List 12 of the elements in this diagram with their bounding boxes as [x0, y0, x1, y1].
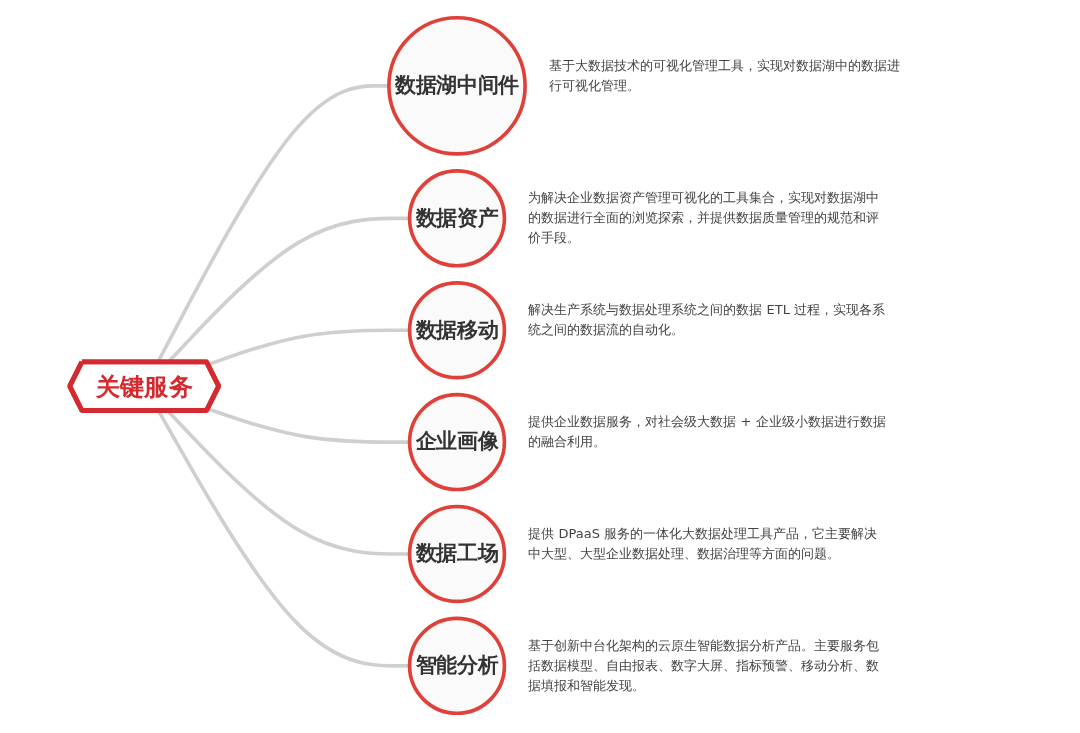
description-text: 提供 DPaaS 服务的一体化大数据处理工具产品，它主要解决中大型、大型企业数据处理、数据治理等方面的问题。 — [528, 524, 879, 563]
description-text: 提供企业数据服务，对社会级大数据 + 企业级小数据进行数据的融合利用。 — [528, 413, 887, 452]
node-circle: 企业画像 — [407, 392, 507, 492]
node-circle: 数据移动 — [407, 281, 507, 380]
node-circle: 数据资产 — [407, 169, 507, 268]
description-text: 为解决企业数据资产管理可视化的工具集合，实现对数据湖中的数据进行全面的浏览探索，并提供数据质量管理的规范和评价手段。 — [528, 189, 881, 248]
node-circle: 数据工场 — [407, 504, 507, 604]
description-text: 基于大数据技术的可视化管理工具，实现对数据湖中的数据进行可视化管理。 — [549, 56, 902, 95]
description-text: 基于创新中台化架构的云原生智能数据分析产品。主要服务包括数据模型、自由报表、数字大屏、指标预警、移动分析、数据填报和智能发现。 — [528, 636, 881, 695]
node-circle: 智能分析 — [407, 616, 507, 716]
description-text: 解决生产系统与数据处理系统之间的数据 ETL 过程，实现各系统之间的数据流的自动化。 — [528, 301, 887, 340]
node-circle: 数据湖中间件 — [387, 15, 527, 156]
